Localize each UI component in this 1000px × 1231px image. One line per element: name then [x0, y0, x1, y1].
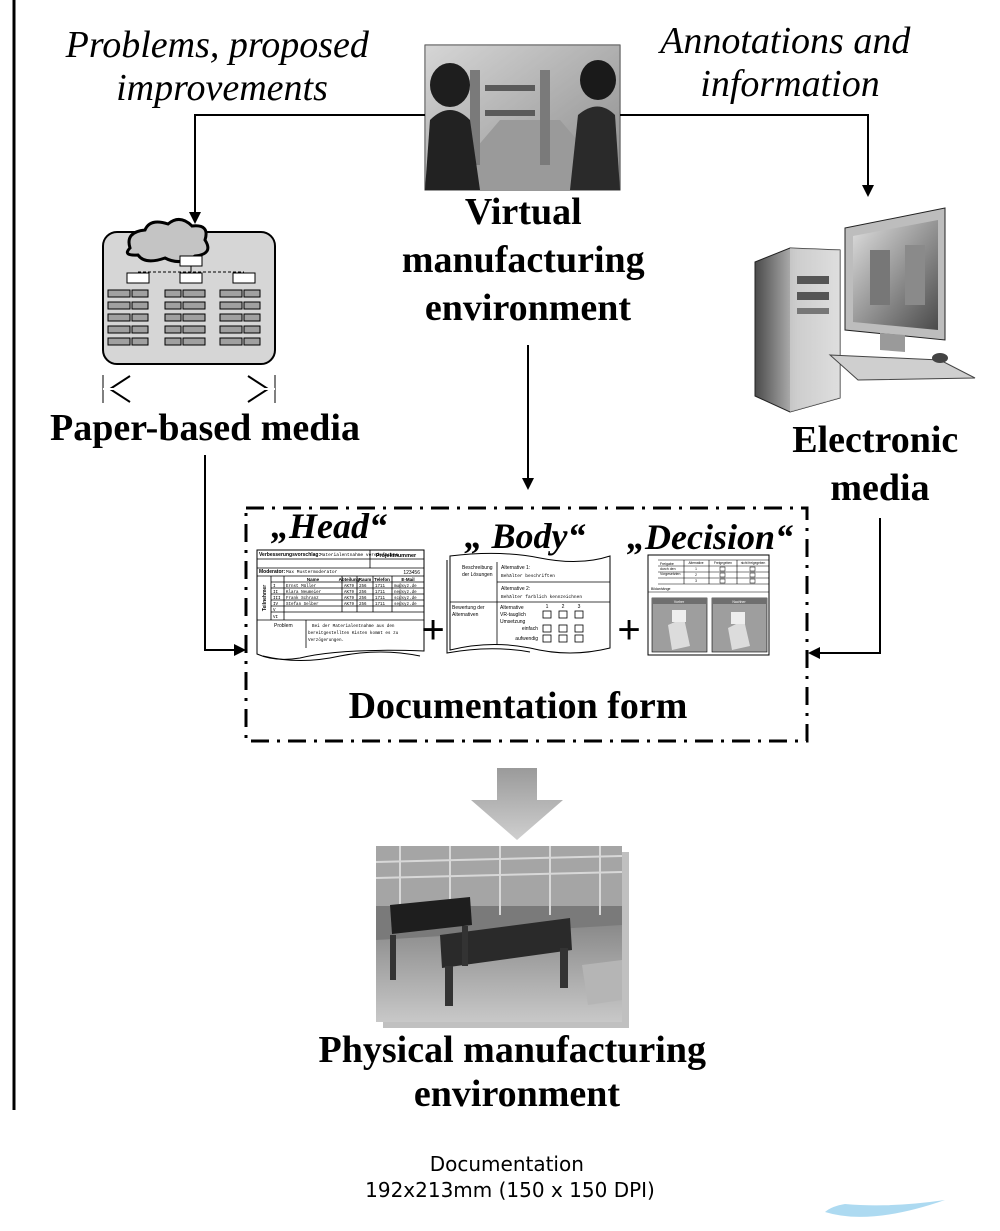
svg-text:E-Mail: E-Mail — [401, 577, 414, 582]
svg-text:1: 1 — [695, 567, 697, 571]
svg-text:AK79: AK79 — [344, 597, 355, 601]
swoosh-decoration — [825, 1200, 945, 1217]
svg-text:1711: 1711 — [375, 603, 386, 607]
documentation-form-label: Documentation form — [349, 685, 688, 727]
svg-text:Name: Name — [307, 577, 320, 582]
svg-text:einfach: einfach — [522, 626, 538, 632]
svg-text:Klara Neumeier: Klara Neumeier — [286, 590, 322, 595]
svg-text:Max Mustermoderator: Max Mustermoderator — [286, 569, 338, 575]
svg-text:Abteilung: Abteilung — [339, 577, 360, 582]
head-form: Verbesserungsvorschlag: Materialentnahme… — [256, 549, 425, 661]
svg-text:Alternative 2:: Alternative 2: — [501, 586, 530, 592]
svg-text:Materialentnahme vereinfachen: Materialentnahme vereinfachen — [320, 552, 399, 558]
svg-text:1: 1 — [546, 604, 549, 610]
svg-text:Behälter beschriften: Behälter beschriften — [501, 573, 555, 579]
documentation-form-frame — [244, 506, 809, 743]
svg-text:AK79: AK79 — [344, 603, 355, 607]
svg-text:Alternative: Alternative — [688, 561, 703, 565]
svg-text:Vorher: Vorher — [674, 600, 685, 604]
svg-text:3: 3 — [695, 579, 697, 583]
plus-sign-1: + — [421, 608, 444, 652]
svg-text:256: 256 — [359, 597, 367, 601]
arrow-electronic-to-form — [808, 518, 881, 659]
svg-text:256: 256 — [359, 585, 367, 589]
problems-label: Problems, proposed improvements — [65, 24, 379, 109]
svg-text:Behälter farblich kennzeichnen: Behälter farblich kennzeichnen — [501, 594, 582, 600]
svg-text:III: III — [273, 597, 281, 601]
paper-media-icon — [102, 218, 276, 403]
svg-text:I: I — [273, 585, 276, 589]
problem-text: Bei der Materialentnahme aus den bereitg… — [308, 624, 401, 643]
svg-text:Freigegeben: Freigegeben — [714, 561, 732, 565]
svg-text:sc@xyz.de: sc@xyz.de — [394, 596, 417, 601]
svg-text:II: II — [273, 591, 279, 595]
svg-text:Stefan Selber: Stefan Selber — [286, 602, 319, 607]
svg-text:IV: IV — [273, 603, 279, 607]
svg-text:V: V — [273, 609, 276, 613]
big-down-arrow — [471, 768, 563, 840]
virtual-environment-label: Virtual manufacturing environment — [402, 191, 654, 329]
svg-text:2: 2 — [562, 604, 565, 610]
svg-text:Problem: Problem — [274, 623, 293, 629]
svg-text:AK79: AK79 — [344, 591, 355, 595]
physical-environment-label: Physical manufacturing environment — [319, 1029, 716, 1115]
svg-text:Nachher: Nachher — [732, 600, 746, 604]
svg-text:VI: VI — [273, 616, 279, 620]
arrow-to-electronic — [620, 114, 874, 197]
electronic-media-label: Electronic media — [792, 419, 968, 509]
svg-text:Alternative 1:: Alternative 1: — [501, 565, 530, 571]
svg-text:aufwendig: aufwendig — [515, 636, 538, 642]
svg-text:1711: 1711 — [375, 591, 386, 595]
svg-text:nicht freigegeben: nicht freigegeben — [741, 561, 766, 565]
head-title: „Head“ — [271, 506, 387, 546]
svg-text:Verbesserungsvorschlag:: Verbesserungsvorschlag: — [259, 552, 320, 558]
svg-text:Bewertung der Alternativ: Bewertung der Alternativen — [452, 605, 486, 618]
svg-text:2: 2 — [695, 573, 697, 577]
paper-media-label: Paper-based media — [50, 407, 360, 449]
decision-title: „Decision“ — [627, 517, 793, 557]
virtual-environment-photo — [424, 44, 621, 191]
plus-sign-2: + — [617, 608, 640, 652]
decision-form: Freigabe durch den Vorgesetzten Alternat… — [647, 554, 770, 656]
svg-text:Freigabe durch den: Freigabe durch den Vorgesetzten — [660, 562, 680, 576]
svg-text:Projektnummer: Projektnummer — [376, 553, 417, 559]
figure-caption: Documentation 192x213mm (150 x 150 DPI) — [365, 1152, 655, 1202]
svg-text:Alternative VR-tauglich: Alternative VR-tauglich Umsetzung — [500, 605, 527, 625]
svg-text:3: 3 — [578, 604, 581, 610]
body-title: „ Body“ — [465, 516, 586, 556]
svg-text:Frank Schranz: Frank Schranz — [286, 596, 319, 601]
svg-text:ne@xyz.de: ne@xyz.de — [394, 590, 417, 595]
factory-photo — [375, 846, 629, 1028]
svg-text:mu@xyz.de: mu@xyz.de — [394, 584, 417, 589]
svg-text:1711: 1711 — [375, 585, 386, 589]
computer-icon — [754, 207, 976, 413]
svg-text:se@xyz.de: se@xyz.de — [394, 602, 417, 607]
svg-text:Beschreibung der Lösunge: Beschreibung der Lösungen — [462, 565, 494, 578]
svg-text:Teilnehmer: Teilnehmer — [262, 585, 268, 611]
svg-text:Moderator:: Moderator: — [259, 569, 285, 575]
svg-text:Raum: Raum — [359, 577, 372, 582]
svg-text:Ernst Müller: Ernst Müller — [286, 584, 317, 589]
svg-text:123456: 123456 — [403, 570, 420, 576]
svg-text:Bildanhänge: Bildanhänge — [651, 587, 671, 591]
svg-text:AK79: AK79 — [344, 585, 355, 589]
svg-text:1711: 1711 — [375, 597, 386, 601]
svg-text:256: 256 — [359, 591, 367, 595]
annotations-label: Annotations and information — [657, 20, 920, 105]
svg-text:Telefon: Telefon — [374, 577, 390, 582]
arrow-paper-to-form — [204, 455, 246, 656]
svg-text:256: 256 — [359, 603, 367, 607]
body-form: Beschreibung der Lösungen Alternative 1:… — [446, 552, 611, 654]
arrow-to-paper — [189, 114, 425, 224]
